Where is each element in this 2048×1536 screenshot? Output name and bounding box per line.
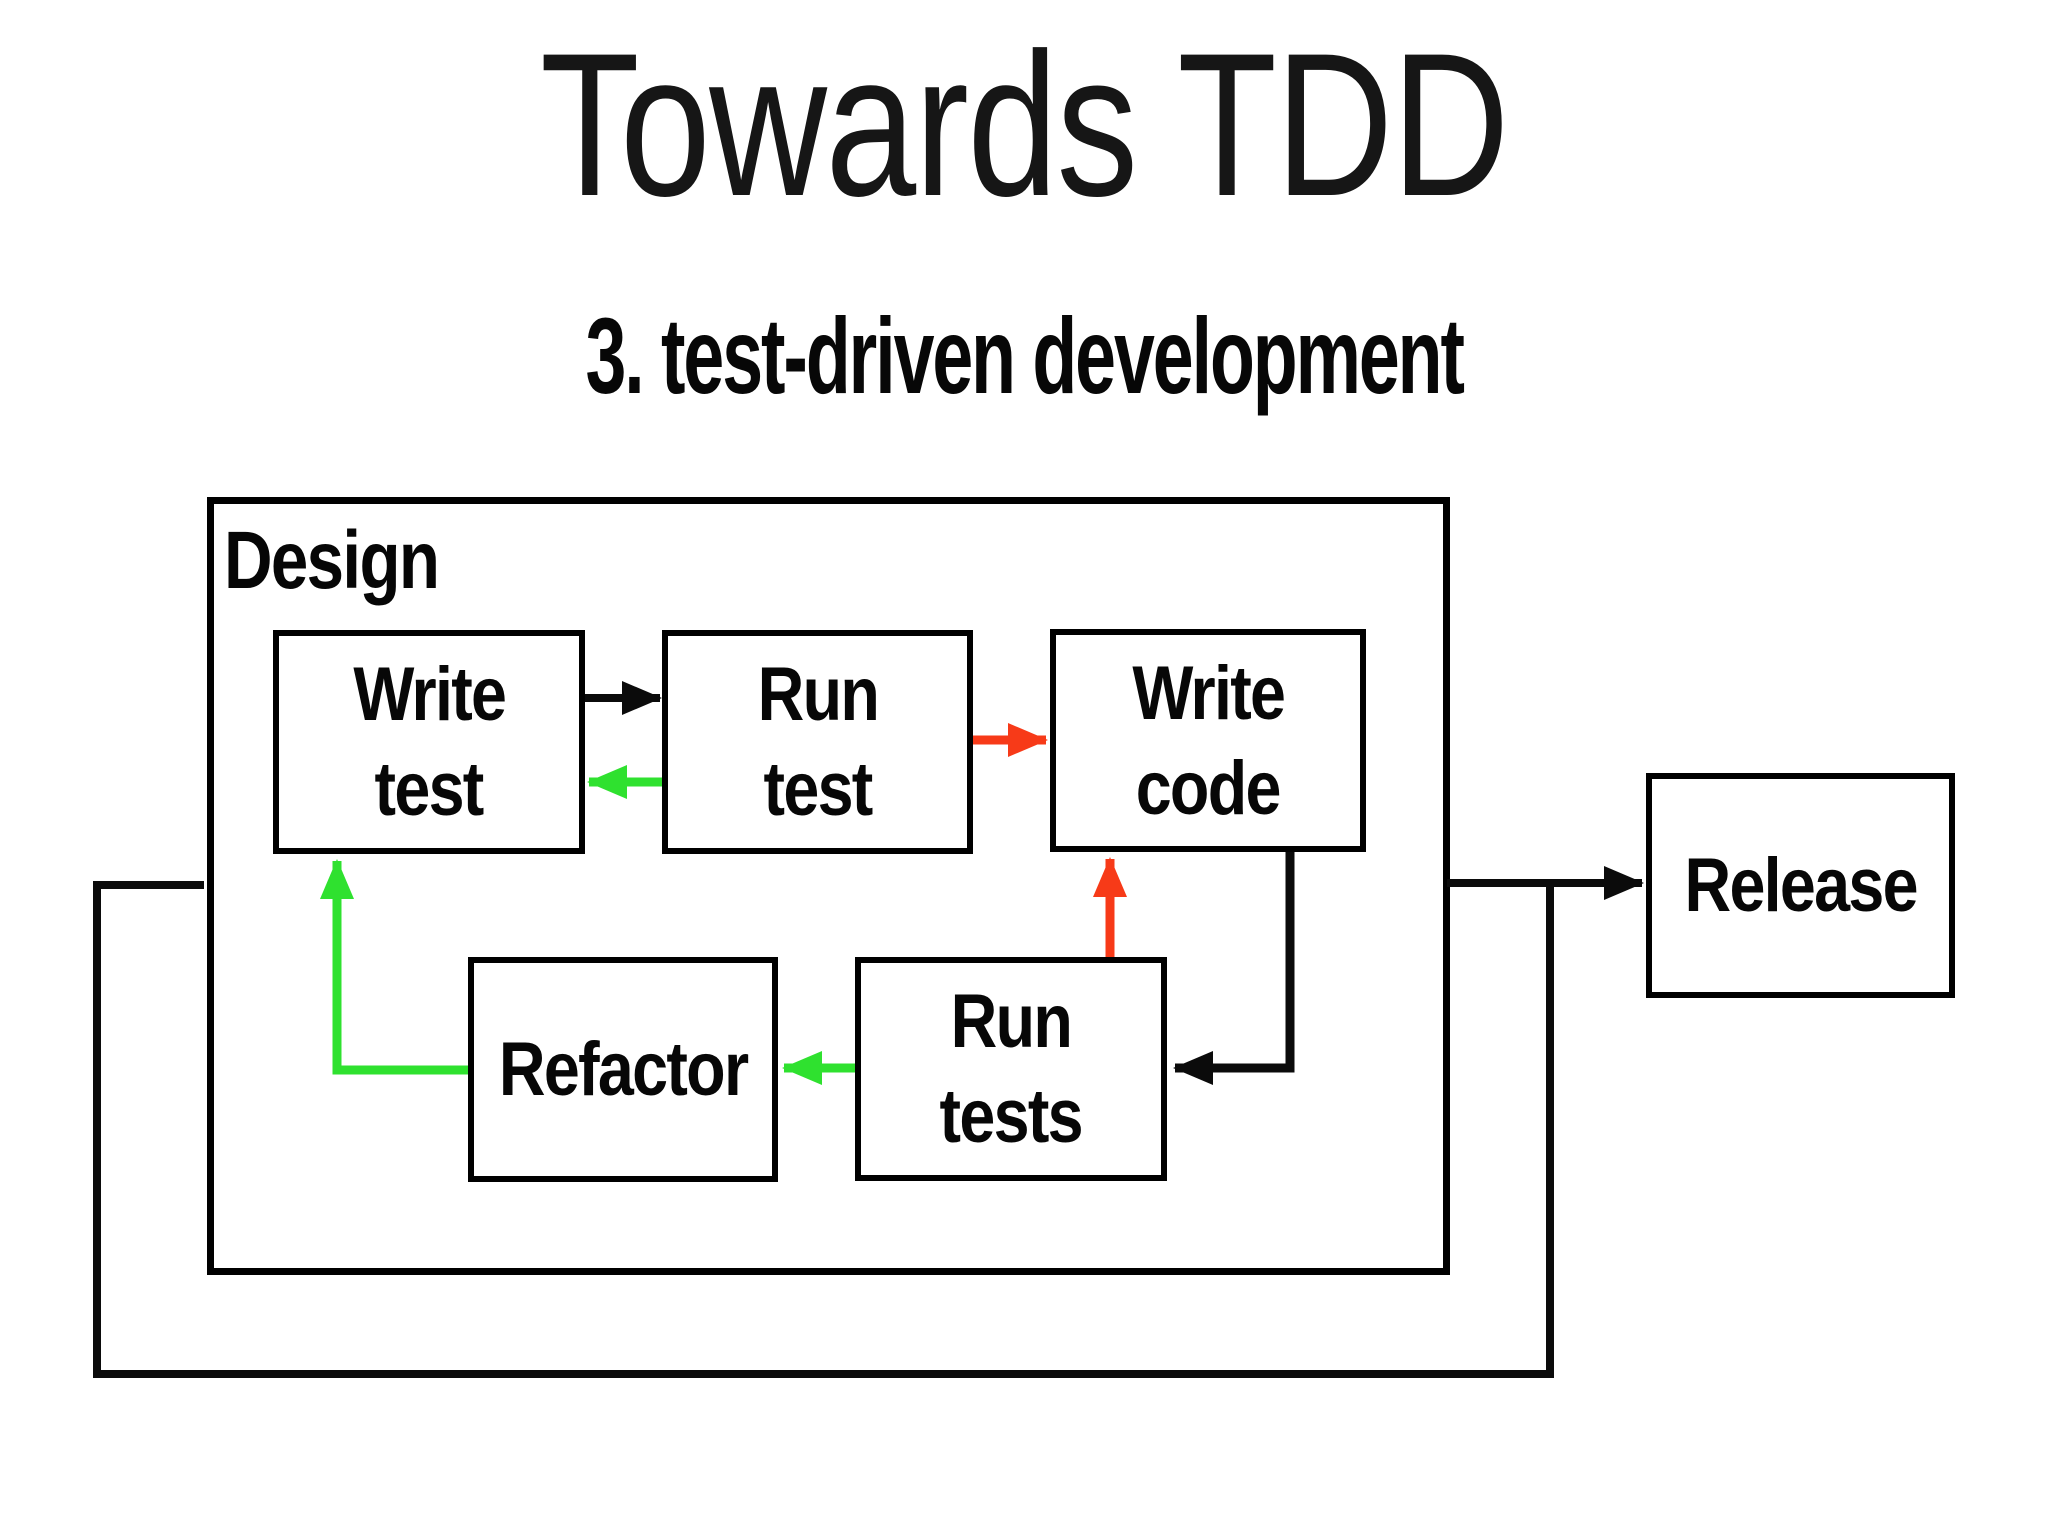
node-run-test: Run test	[662, 630, 973, 854]
node-run-tests: Run tests	[855, 957, 1167, 1181]
node-write-code: Write code	[1050, 629, 1366, 852]
node-refactor: Refactor	[468, 957, 778, 1182]
node-write-test-line1: Write	[353, 652, 507, 737]
slide-subtitle-text: 3. test-driven development	[585, 295, 1464, 416]
node-write-test: Write test	[273, 630, 585, 854]
node-run-tests-line1: Run	[950, 979, 1073, 1064]
slide-subtitle: 3. test-driven development	[0, 296, 2048, 426]
node-write-code-line2: code	[1136, 745, 1282, 831]
node-write-test-line2: test	[374, 747, 485, 832]
design-group-box: Design	[207, 497, 1450, 1275]
slide-title: Towards TDD	[0, 18, 2048, 248]
node-run-test-line1: Run	[757, 652, 879, 737]
slide-title-text: Towards TDD	[540, 11, 1509, 239]
node-refactor-line1: Refactor	[498, 1027, 749, 1112]
design-group-label: Design	[224, 515, 440, 606]
node-release: Release	[1646, 773, 1955, 998]
node-release-line1: Release	[1684, 843, 1918, 928]
node-write-code-line1: Write	[1132, 650, 1286, 736]
node-run-tests-line2: tests	[939, 1074, 1084, 1159]
node-run-test-line2: test	[763, 747, 873, 832]
